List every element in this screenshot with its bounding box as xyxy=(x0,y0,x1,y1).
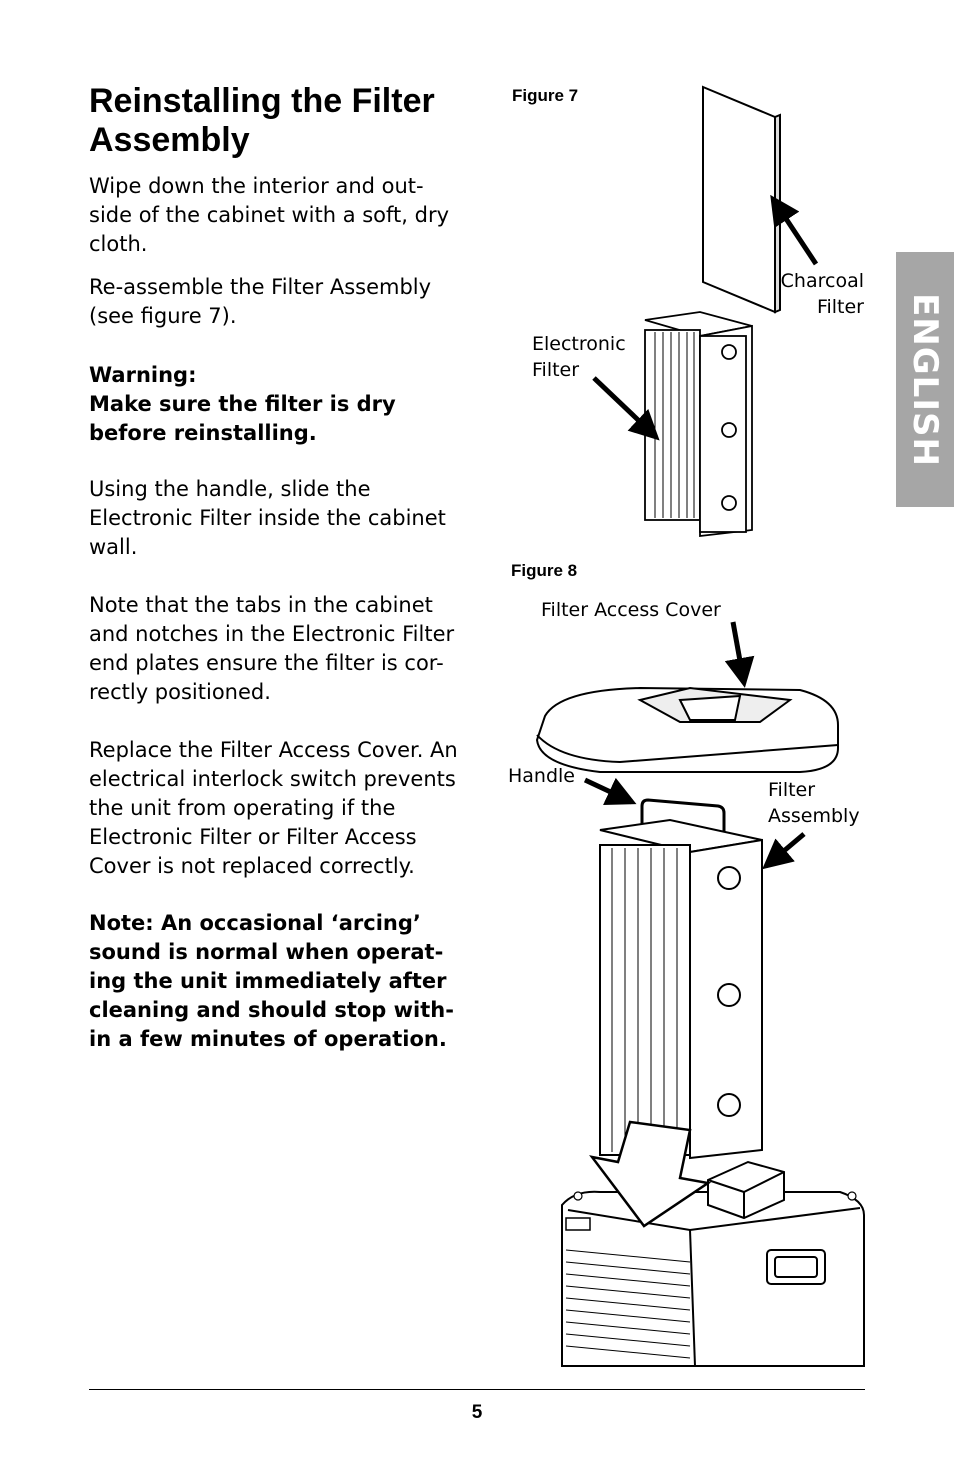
title-line: Reinstalling the Filter xyxy=(89,82,435,120)
filter-access-cover-arrow xyxy=(724,621,755,688)
figure-7-label: Figure 7 xyxy=(512,86,579,105)
warning-heading: Warning: xyxy=(89,363,197,387)
electronic-filter-callout: Electronic Filter xyxy=(532,331,626,383)
callout-line: Electronic xyxy=(532,333,626,355)
figure-8-label: Figure 8 xyxy=(511,561,578,580)
text-line: before reinstalling. xyxy=(89,421,317,445)
footer-rule xyxy=(89,1389,865,1390)
paragraph-reassemble: Re-assemble the Filter Assembly (see fig… xyxy=(89,273,499,331)
text-line: end plates ensure the filter is cor- xyxy=(89,651,444,675)
language-tab-label: ENGLISH xyxy=(905,292,945,467)
paragraph-tabs: Note that the tabs in the cabinet and no… xyxy=(89,591,499,707)
filter-access-cover-drawing xyxy=(535,686,839,773)
filter-assembly-arrow xyxy=(762,832,806,870)
callout-line: Filter xyxy=(768,779,816,801)
title-line: Assembly xyxy=(89,121,250,159)
filter-access-cover-callout: Filter Access Cover xyxy=(541,597,721,623)
text-line: Wipe down the interior and out- xyxy=(89,174,424,198)
charcoal-filter-callout: Charcoal Filter xyxy=(764,268,864,320)
page-number: 5 xyxy=(471,1402,483,1423)
callout-line: Filter Access Cover xyxy=(541,599,721,621)
charcoal-filter-arrow xyxy=(770,194,819,266)
insert-direction-arrow xyxy=(589,1120,712,1228)
text-line: ing the unit immediately after xyxy=(89,969,447,993)
text-line: (see figure 7). xyxy=(89,304,237,328)
callout-line: Charcoal xyxy=(780,270,864,292)
handle-callout: Handle xyxy=(508,763,575,789)
language-tab: ENGLISH xyxy=(896,252,954,507)
text-line: the unit from operating if the xyxy=(89,796,396,820)
text-line: cloth. xyxy=(89,232,148,256)
text-line: Electronic Filter inside the cabinet xyxy=(89,506,446,530)
text-line: Using the handle, slide the xyxy=(89,477,371,501)
paragraph-replace: Replace the Filter Access Cover. An elec… xyxy=(89,736,499,881)
page-title: Reinstalling the Filter Assembly xyxy=(89,82,499,160)
text-line: cleaning and should stop with- xyxy=(89,998,454,1022)
text-line: Make sure the filter is dry xyxy=(89,392,396,416)
text-line: Cover is not replaced correctly. xyxy=(89,854,415,878)
text-line: side of the cabinet with a soft, dry xyxy=(89,203,450,227)
paragraph-wipe: Wipe down the interior and out- side of … xyxy=(89,172,499,259)
text-line: Electronic Filter or Filter Access xyxy=(89,825,417,849)
text-line: sound is normal when operat- xyxy=(89,940,444,964)
text-line: Note: An occasional ‘arcing’ xyxy=(89,911,421,935)
electronic-filter-arrow xyxy=(592,376,660,441)
text-line: Replace the Filter Access Cover. An xyxy=(89,738,458,762)
handle-arrow xyxy=(583,777,637,805)
callout-line: Filter xyxy=(816,296,864,318)
warning-block: Warning: Make sure the filter is dry bef… xyxy=(89,361,499,448)
paragraph-handle: Using the handle, slide the Electronic F… xyxy=(89,475,499,562)
text-line: electrical interlock switch prevents xyxy=(89,767,456,791)
text-line: Note that the tabs in the cabinet xyxy=(89,593,433,617)
callout-line: Handle xyxy=(508,765,576,787)
text-line: and notches in the Electronic Filter xyxy=(89,622,455,646)
text-line: in a few minutes of operation. xyxy=(89,1027,447,1051)
callout-line: Filter xyxy=(532,359,580,381)
callout-line: Assembly xyxy=(768,805,860,827)
electronic-filter-drawing xyxy=(644,311,753,538)
cabinet-drawing xyxy=(561,1160,865,1367)
note-block: Note: An occasional ‘arcing’ sound is no… xyxy=(89,909,499,1054)
text-line: wall. xyxy=(89,535,138,559)
filter-assembly-drawing xyxy=(599,798,763,1160)
text-line: rectly positioned. xyxy=(89,680,271,704)
filter-assembly-callout: Filter Assembly xyxy=(768,777,860,829)
text-line: Re-assemble the Filter Assembly xyxy=(89,275,432,299)
